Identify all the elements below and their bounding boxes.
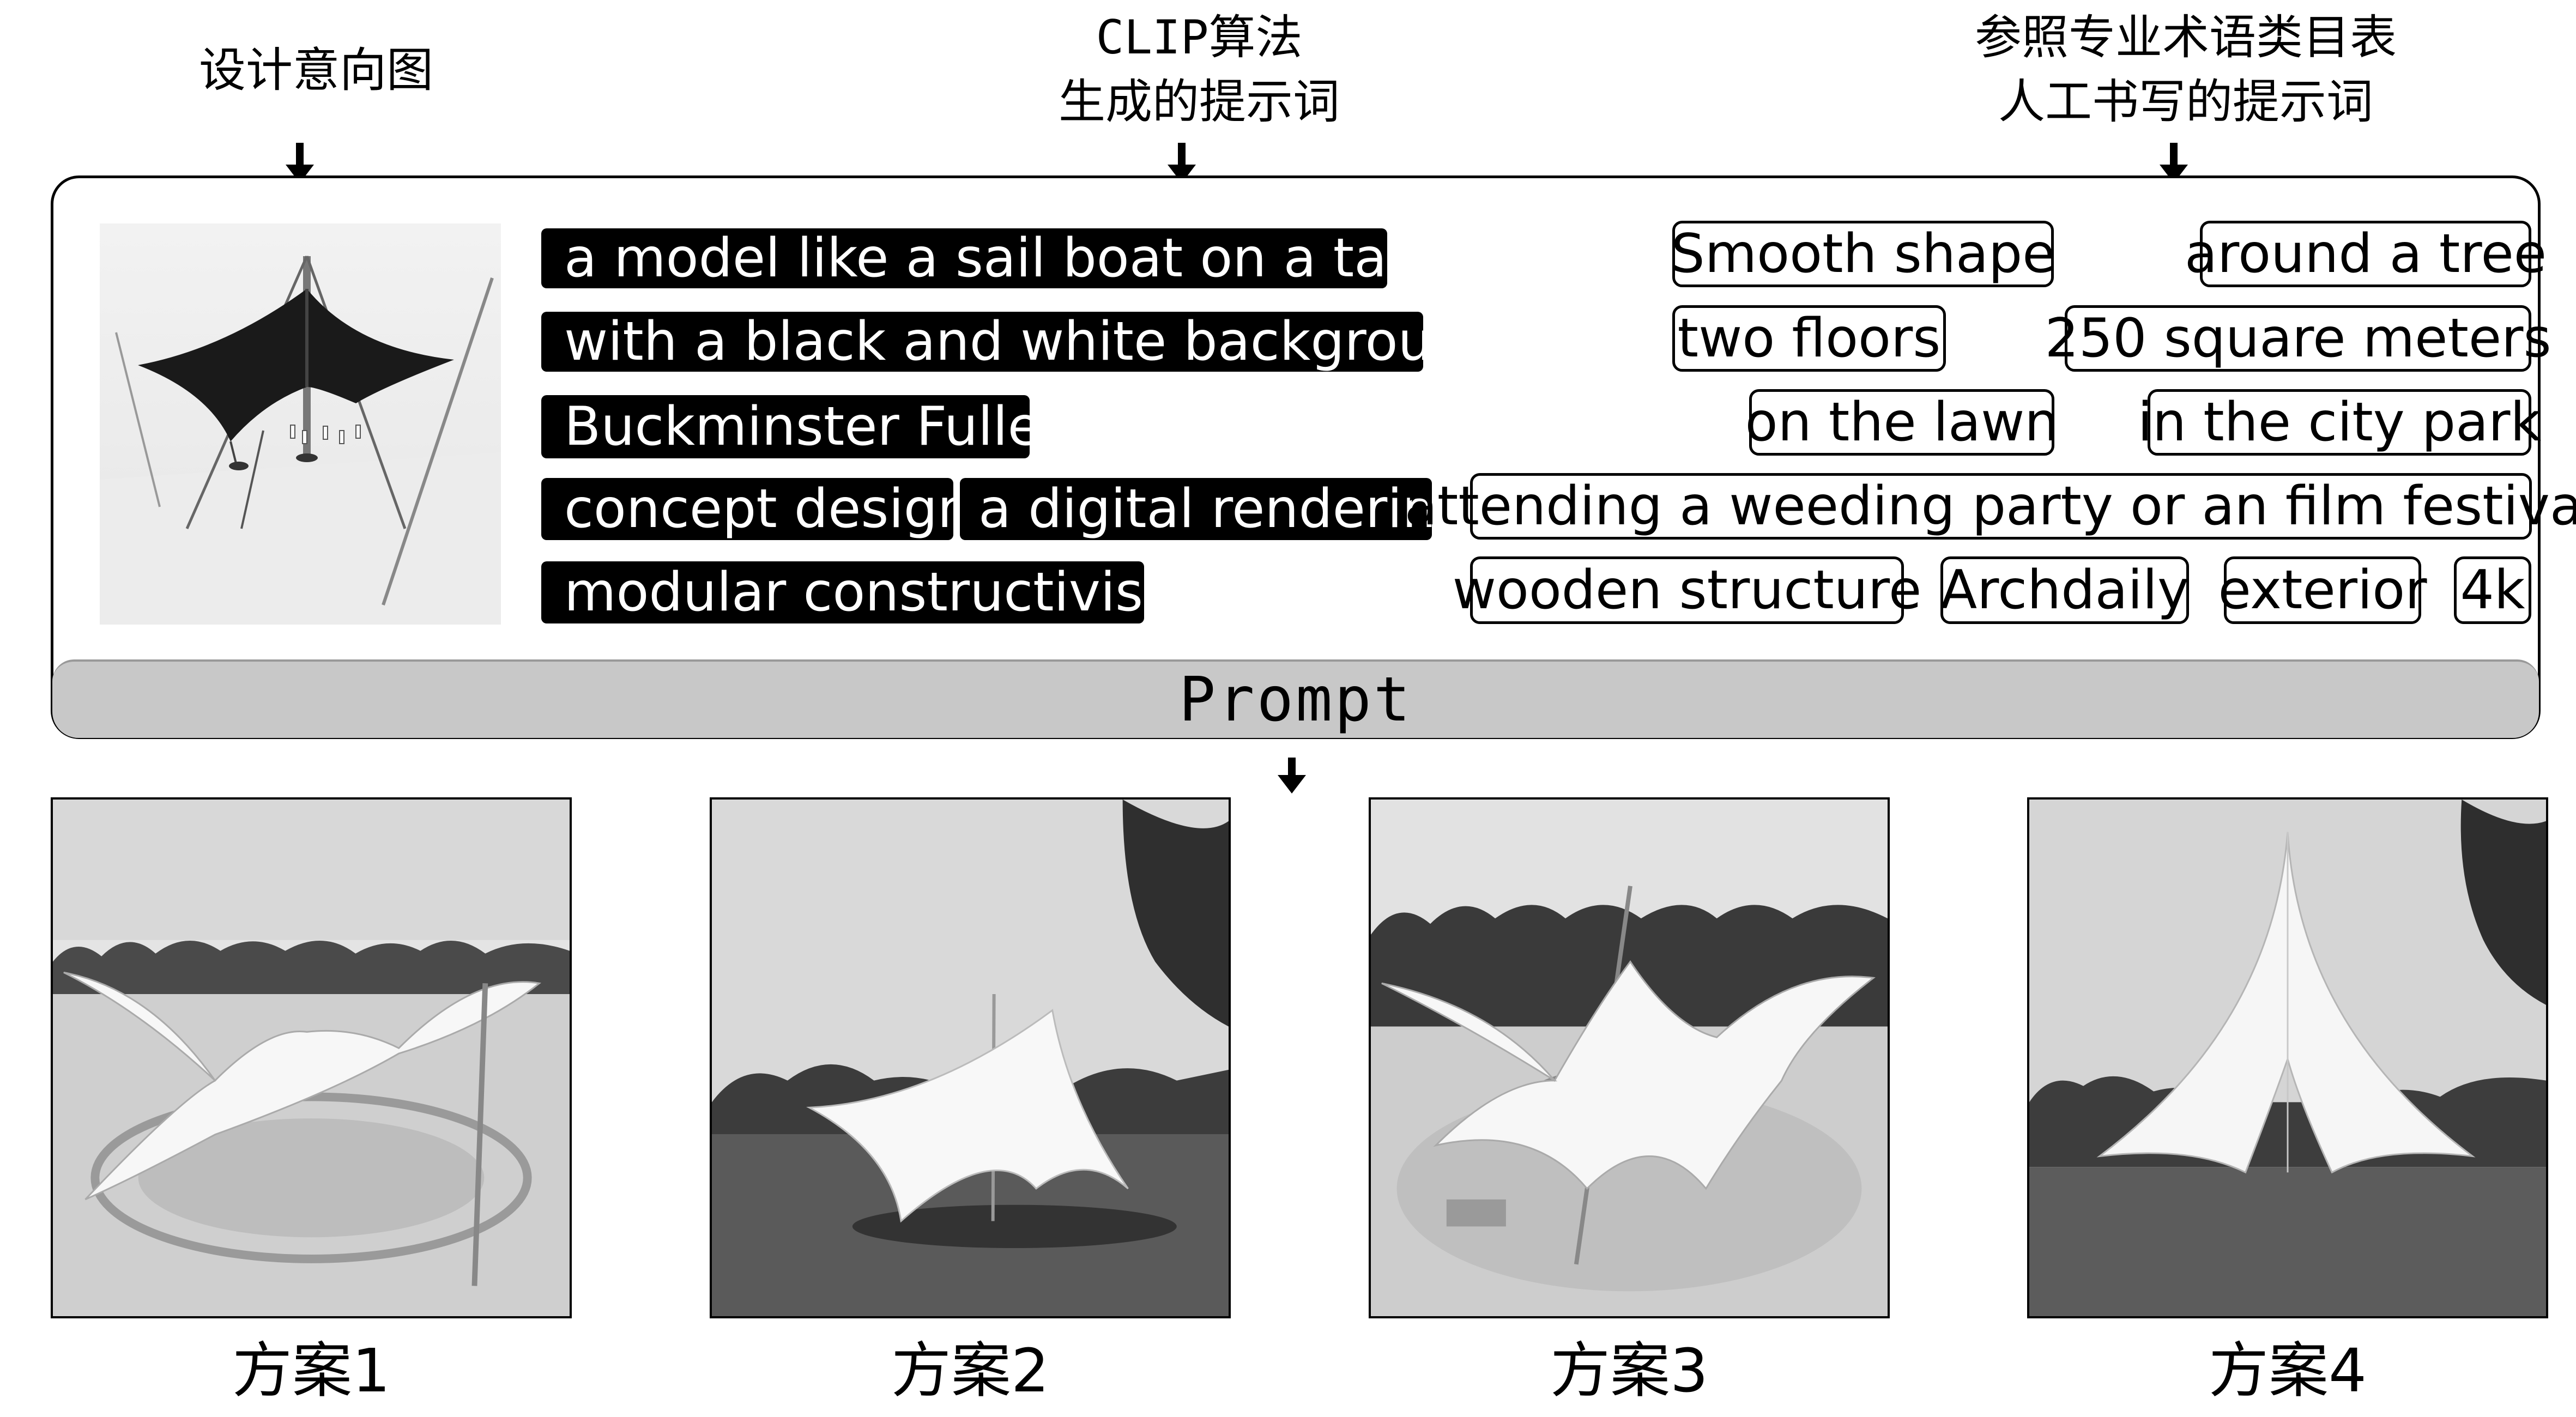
clip-header-line1: CLIP算法 <box>1096 10 1303 65</box>
clip-prompt-text: a model like a sail boat on a table <box>564 227 1469 289</box>
manual-prompt-chip: around a tree <box>2185 221 2547 287</box>
manual-prompt-chip: Smooth shape <box>1671 221 2055 287</box>
manual-prompt-chip: attending a weeding party or an film fes… <box>1405 473 2576 540</box>
scheme-caption-4: 方案4 <box>2209 1336 2367 1406</box>
prompt-label: Prompt <box>1178 664 1413 735</box>
scheme-image-3 <box>1369 797 1890 1318</box>
clip-prompt-text: a digital rendering <box>978 478 1470 540</box>
intent-image-header-text: 设计意向图 <box>199 43 433 98</box>
manual-prompt-chip: two floors <box>1672 305 1946 372</box>
clip-prompt-text: modular constructivism <box>564 561 1195 623</box>
clip-prompt-header: CLIP算法 生成的提示词 <box>970 5 1428 134</box>
manual-prompt-text: 250 square meters <box>2045 307 2551 370</box>
clip-prompt-chip: concept design <box>541 478 971 540</box>
manual-prompt-text: Archdaily <box>1940 559 2189 621</box>
intent-image <box>100 223 501 625</box>
scheme-1-picture <box>53 800 570 1316</box>
manual-header-line2: 人工书写的提示词 <box>1998 75 2373 129</box>
scheme-image-1 <box>51 797 572 1318</box>
clip-header-line2: 生成的提示词 <box>1059 75 1340 129</box>
manual-prompt-text: Smooth shape <box>1671 223 2055 285</box>
clip-prompt-chip: a digital rendering <box>960 478 1470 540</box>
scheme-caption-3: 方案3 <box>1550 1336 1708 1406</box>
manual-prompt-text: around a tree <box>2184 223 2547 285</box>
clip-prompt-chip: modular constructivism <box>541 561 1195 623</box>
manual-prompt-chip: in the city park <box>2138 389 2541 456</box>
manual-prompt-text: attending a weeding party or an film fes… <box>1404 475 2576 537</box>
scheme-caption-1: 方案1 <box>232 1336 390 1406</box>
manual-prompt-header: 参照专业术语类目表 人工书写的提示词 <box>1880 5 2491 134</box>
scheme-image-2 <box>710 797 1231 1318</box>
manual-prompt-text: in the city park <box>2137 391 2542 453</box>
scheme-4-picture <box>2029 800 2546 1316</box>
scheme-image-4 <box>2027 797 2548 1318</box>
manual-prompt-text: 4k <box>2460 559 2525 621</box>
intent-image-picture <box>100 223 501 625</box>
manual-prompt-text: two floors <box>1677 307 1941 370</box>
manual-prompt-text: wooden structure <box>1452 559 1922 621</box>
manual-prompt-chip: Archdaily <box>1940 556 2189 624</box>
clip-prompt-chip: with a black and white background <box>541 312 1499 372</box>
clip-prompt-text: with a black and white background <box>564 311 1500 373</box>
clip-prompt-text: Buckminster Fuller <box>564 396 1063 458</box>
scheme-2-picture <box>712 800 1229 1316</box>
scheme-3-picture <box>1371 800 1888 1316</box>
manual-prompt-chip: exterior <box>2218 556 2427 624</box>
manual-prompt-chip: 250 square meters <box>2045 305 2551 372</box>
scheme-caption-2: 方案2 <box>891 1336 1049 1406</box>
manual-prompt-text: exterior <box>2218 559 2427 621</box>
manual-prompt-chip: on the lawn <box>1745 389 2058 456</box>
manual-prompt-chip: 4k <box>2454 556 2531 624</box>
clip-prompt-chip: Buckminster Fuller <box>541 395 1062 458</box>
prompt-bar: Prompt <box>52 659 2539 738</box>
manual-prompt-chip: wooden structure <box>1453 556 1921 624</box>
manual-header-line1: 参照专业术语类目表 <box>1975 10 2397 65</box>
intent-image-header: 设计意向图 <box>142 38 491 102</box>
manual-prompt-text: on the lawn <box>1745 391 2059 453</box>
clip-prompt-text: concept design <box>564 478 972 540</box>
clip-prompt-chip: a model like a sail boat on a table <box>541 228 1468 288</box>
